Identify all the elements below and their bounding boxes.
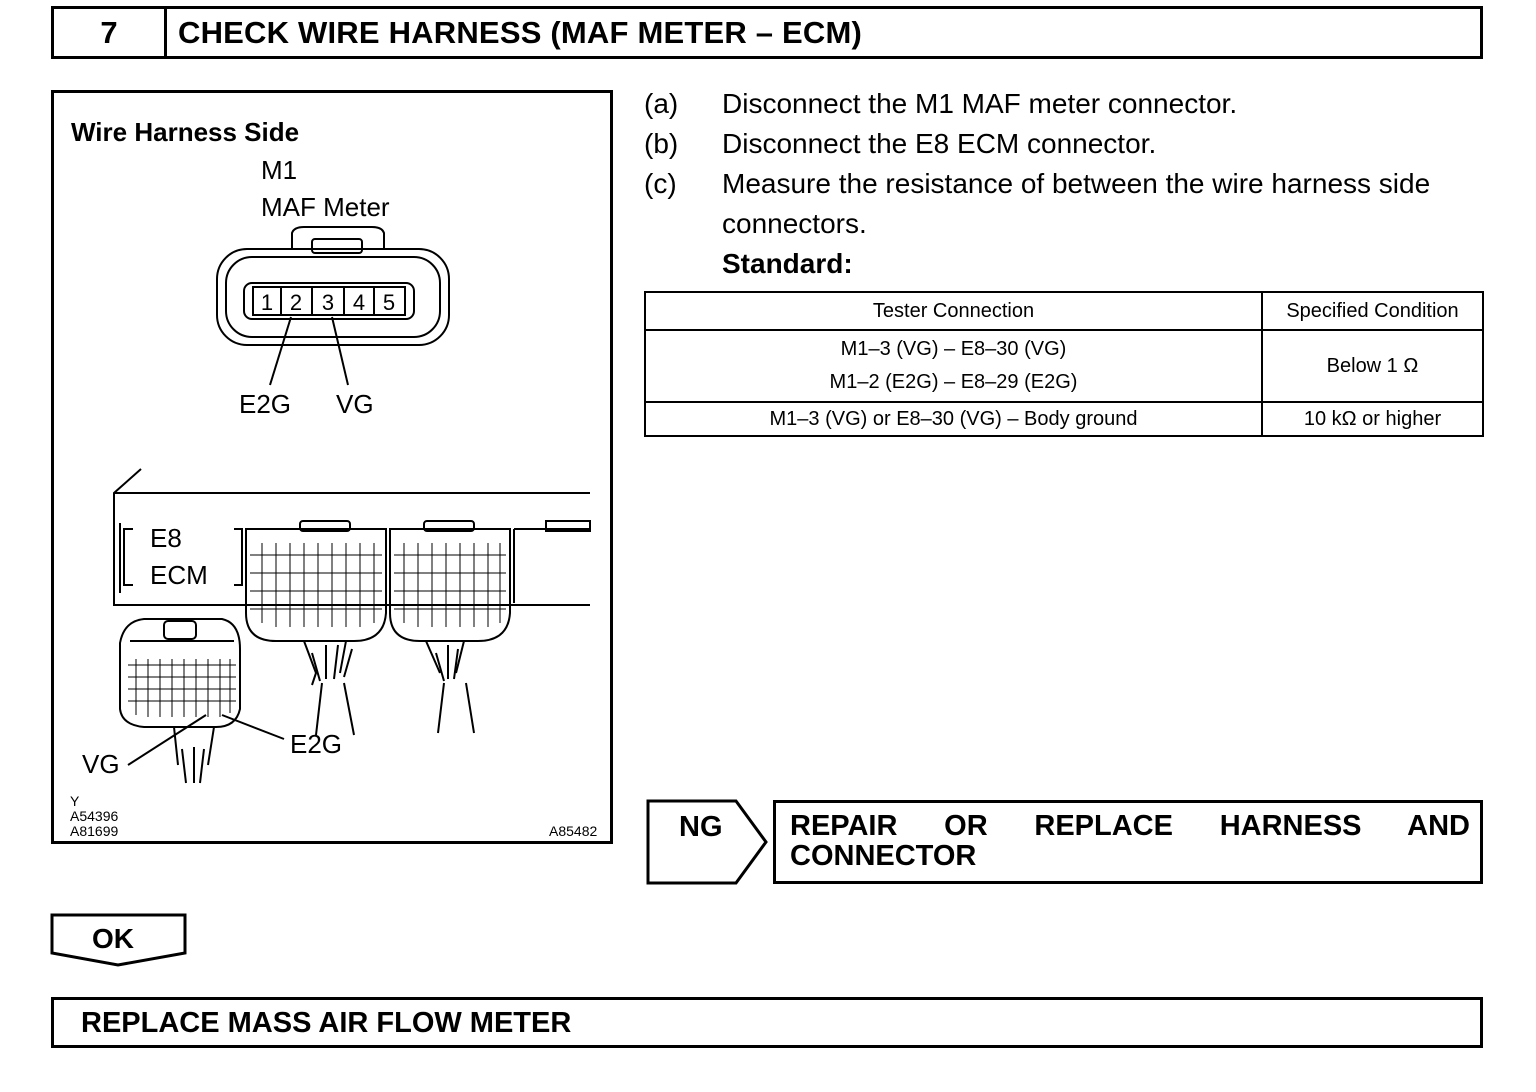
e8-label: E8	[150, 523, 182, 553]
step-number: 7	[54, 9, 167, 56]
ref-code-1: A54396	[70, 808, 119, 824]
instruction-text: Measure the resistance of between the wi…	[722, 168, 1431, 199]
step-title: CHECK WIRE HARNESS (MAF METER – ECM)	[178, 15, 863, 50]
header-specified-condition: Specified Condition	[1261, 291, 1484, 331]
maf-vg-label: VG	[336, 389, 374, 419]
wiring-illustration: Wire Harness Side M1 MAF Meter	[51, 90, 613, 844]
cell-condition: 10 kΩ or higher	[1261, 401, 1484, 437]
ok-branch: OK	[50, 913, 188, 968]
instruction-letter: (a)	[644, 88, 679, 119]
m1-label: M1	[261, 155, 298, 185]
instruction-text: Disconnect the M1 MAF meter connector.	[722, 88, 1238, 119]
pin-number: 5	[383, 290, 395, 315]
connection-line: M1–3 (VG) – E8–30 (VG)	[840, 338, 1067, 360]
ref-code-2: A81699	[70, 823, 119, 839]
maf-e2g-label: E2G	[239, 389, 292, 419]
ng-arrow-shape	[646, 799, 768, 885]
maf-connector-body	[216, 248, 450, 346]
ng-result-text: REPAIR OR REPLACE HARNESS AND CONNECTOR	[790, 810, 1470, 872]
step-header: 7 CHECK WIRE HARNESS (MAF METER – ECM)	[51, 6, 1483, 59]
ng-result-box: REPAIR OR REPLACE HARNESS AND CONNECTOR	[773, 800, 1483, 884]
final-action-text: REPLACE MASS AIR FLOW METER	[81, 1007, 572, 1039]
table-header-row: Tester Connection Specified Condition	[644, 291, 1484, 331]
standard-label: Standard:	[722, 248, 853, 279]
ng-label: NG	[679, 811, 723, 843]
illustration-heading: Wire Harness Side	[71, 117, 300, 147]
ecm-label: ECM	[150, 560, 208, 590]
pin-number: 1	[261, 290, 273, 315]
maf-meter-label: MAF Meter	[261, 192, 390, 222]
ok-label: OK	[92, 923, 134, 954]
final-action-box: REPLACE MASS AIR FLOW METER	[51, 997, 1483, 1048]
spec-table: Tester Connection Specified Condition M1…	[644, 291, 1484, 437]
instruction-a: (a) Disconnect the M1 MAF meter connecto…	[644, 84, 1504, 124]
instruction-letter: (b)	[644, 128, 679, 159]
cell-connection: M1–3 (VG) – E8–30 (VG) M1–2 (E2G) – E8–2…	[644, 329, 1263, 403]
cell-connection: M1–3 (VG) or E8–30 (VG) – Body ground	[644, 401, 1263, 437]
table-row: M1–3 (VG) or E8–30 (VG) – Body ground 10…	[644, 401, 1484, 437]
ref-code-3: A85482	[549, 823, 598, 839]
ng-branch: NG	[646, 799, 770, 885]
ecm-e2g-label: E2G	[290, 729, 343, 759]
pin-number: 2	[290, 290, 302, 315]
instruction-letter: (c)	[644, 168, 677, 199]
connection-line: M1–2 (E2G) – E8–29 (E2G)	[829, 371, 1078, 393]
instruction-b: (b) Disconnect the E8 ECM connector.	[644, 124, 1504, 164]
table-row: M1–3 (VG) – E8–30 (VG) M1–2 (E2G) – E8–2…	[644, 329, 1484, 403]
cell-condition: Below 1 Ω	[1261, 329, 1484, 403]
pin-number: 4	[353, 290, 365, 315]
ref-y: Y	[70, 793, 80, 809]
instruction-text: Disconnect the E8 ECM connector.	[722, 128, 1157, 159]
instruction-text-cont: connectors.	[722, 208, 867, 239]
header-tester-connection: Tester Connection	[644, 291, 1263, 331]
ok-arrow-shape	[50, 913, 187, 967]
instruction-c: (c) Measure the resistance of between th…	[644, 164, 1504, 244]
ecm-vg-label: VG	[82, 749, 120, 779]
pin-number: 3	[322, 290, 334, 315]
